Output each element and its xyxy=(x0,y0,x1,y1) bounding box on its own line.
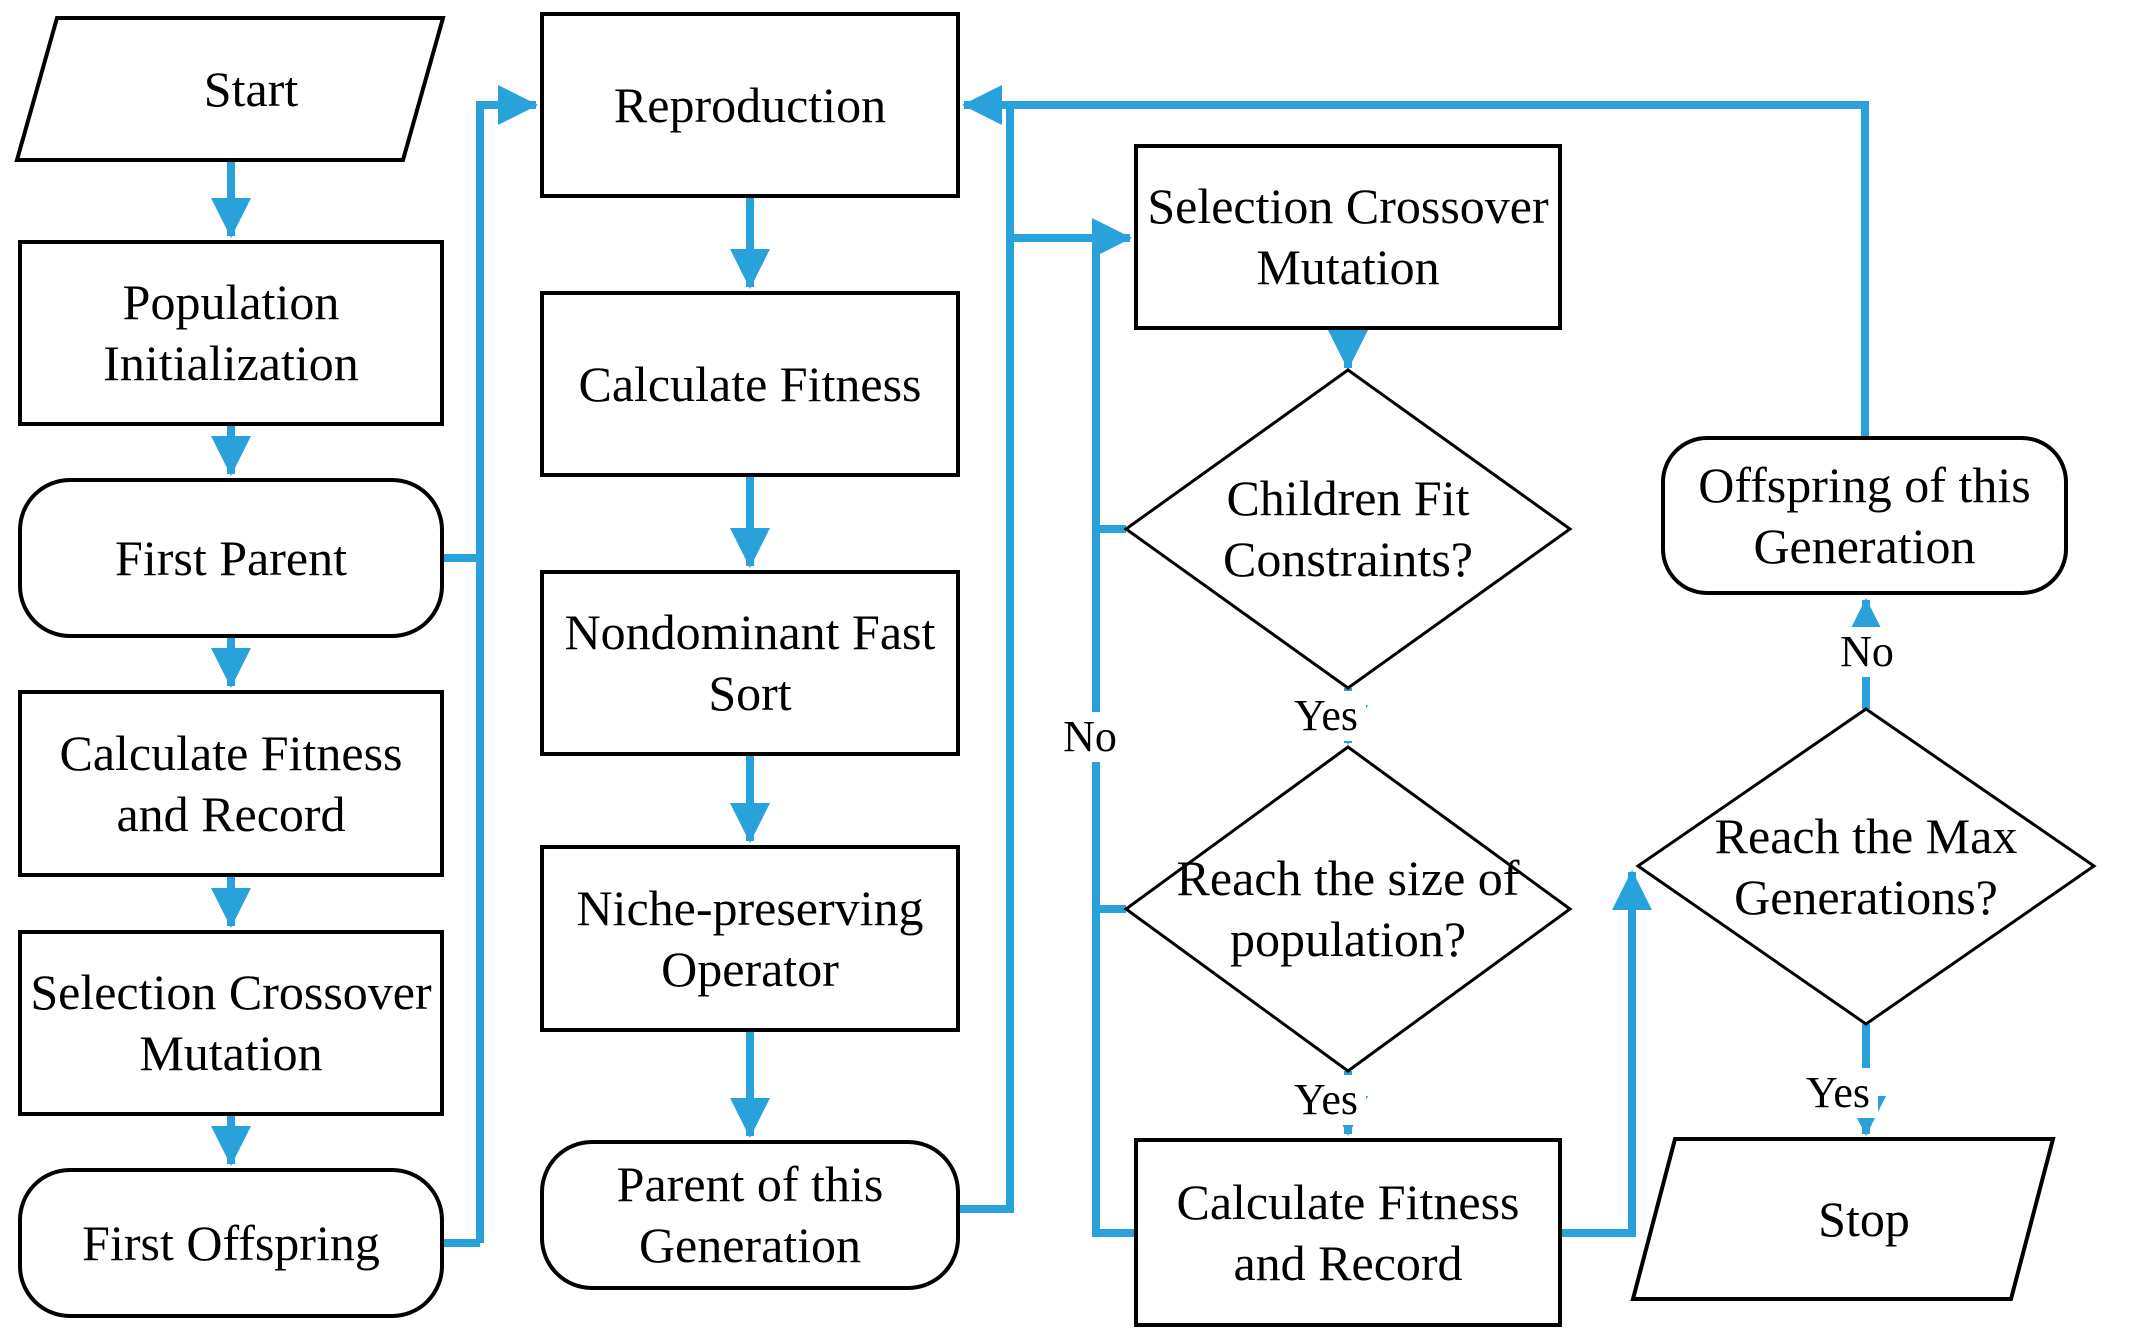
node-calculate-fitness-and-record-loop: Calculate Fitness and Record xyxy=(1134,1138,1562,1327)
node-calculate-fitness-label: Calculate Fitness xyxy=(578,355,922,412)
node-calculate-fitness: Calculate Fitness xyxy=(540,291,960,477)
node-reach-max-generations-label: Reach the Max Generations? xyxy=(1714,807,2018,925)
node-first-offspring: First Offspring xyxy=(18,1168,444,1318)
shape-stop-parallelogram xyxy=(1630,1137,2056,1301)
node-calculate-fitness-and-record-first-label: Calculate Fitness and Record xyxy=(59,724,403,842)
node-children-fit-constraints: Children Fit Constraints? xyxy=(1126,370,1570,688)
branch-label-constraints-no: No xyxy=(1055,712,1125,762)
branch-label-children-fit-yes: Yes xyxy=(1285,691,1367,741)
node-selection-crossover-mutation-loop: Selection Crossover Mutation xyxy=(1134,144,1562,330)
shape-start-parallelogram xyxy=(14,16,446,162)
node-first-parent: First Parent xyxy=(18,478,444,638)
node-niche-preserving-operator-label: Niche-preserving Operator xyxy=(576,879,924,997)
node-selection-crossover-mutation-first: Selection Crossover Mutation xyxy=(18,930,444,1116)
node-reach-max-generations: Reach the Max Generations? xyxy=(1638,709,2094,1024)
node-selection-crossover-mutation-loop-label: Selection Crossover Mutation xyxy=(1147,178,1549,295)
node-stop-label: Stop xyxy=(1818,1190,1910,1247)
node-start: Start xyxy=(58,18,444,160)
node-nondominant-fast-sort: Nondominant Fast Sort xyxy=(540,570,960,756)
shape-reach-max-generations-diamond xyxy=(1635,707,2097,1026)
node-reproduction-label: Reproduction xyxy=(613,76,887,133)
node-population-initialization-label: Population Initialization xyxy=(103,274,359,391)
branch-label-reach-size-yes: Yes xyxy=(1285,1075,1367,1125)
branch-label-max-generations-yes: Yes xyxy=(1797,1068,1879,1118)
node-parent-of-this-generation: Parent of this Generation xyxy=(540,1140,960,1290)
node-calculate-fitness-and-record-loop-label: Calculate Fitness and Record xyxy=(1176,1173,1520,1291)
node-reach-size-of-population-label: Reach the size of population? xyxy=(1176,850,1520,967)
node-first-offspring-label: First Offspring xyxy=(82,1214,380,1271)
shape-reach-size-of-population-diamond xyxy=(1123,745,1573,1073)
node-start-label: Start xyxy=(203,60,299,117)
edge-offspring-feedback-to-reproduction xyxy=(962,85,1869,436)
edge-calculate-fitness-record-loop-to-reach-max-generations xyxy=(1562,870,1652,1237)
node-nondominant-fast-sort-label: Nondominant Fast Sort xyxy=(564,604,936,721)
node-niche-preserving-operator: Niche-preserving Operator xyxy=(540,845,960,1032)
edge-parent-of-this-generation-up-trunk xyxy=(960,105,1014,1213)
branch-label-max-generations-no: No xyxy=(1832,627,1902,677)
node-reach-size-of-population: Reach the size of population? xyxy=(1126,747,1570,1071)
node-offspring-of-this-generation: Offspring of this Generation xyxy=(1661,436,2068,595)
node-children-fit-constraints-label: Children Fit Constraints? xyxy=(1223,470,1473,587)
node-calculate-fitness-and-record-first: Calculate Fitness and Record xyxy=(18,690,444,877)
shape-children-fit-constraints-diamond xyxy=(1123,368,1573,690)
node-first-parent-label: First Parent xyxy=(115,529,347,586)
edge-no-return-trunk xyxy=(1092,238,1134,1237)
node-reproduction: Reproduction xyxy=(540,12,960,198)
node-population-initialization: Population Initialization xyxy=(18,240,444,426)
node-selection-crossover-mutation-first-label: Selection Crossover Mutation xyxy=(30,964,432,1081)
edge-trunk-to-reproduction xyxy=(476,85,538,1243)
node-offspring-of-this-generation-label: Offspring of this Generation xyxy=(1698,456,2031,574)
node-parent-of-this-generation-label: Parent of this Generation xyxy=(616,1156,884,1273)
node-stop: Stop xyxy=(1675,1139,2053,1299)
